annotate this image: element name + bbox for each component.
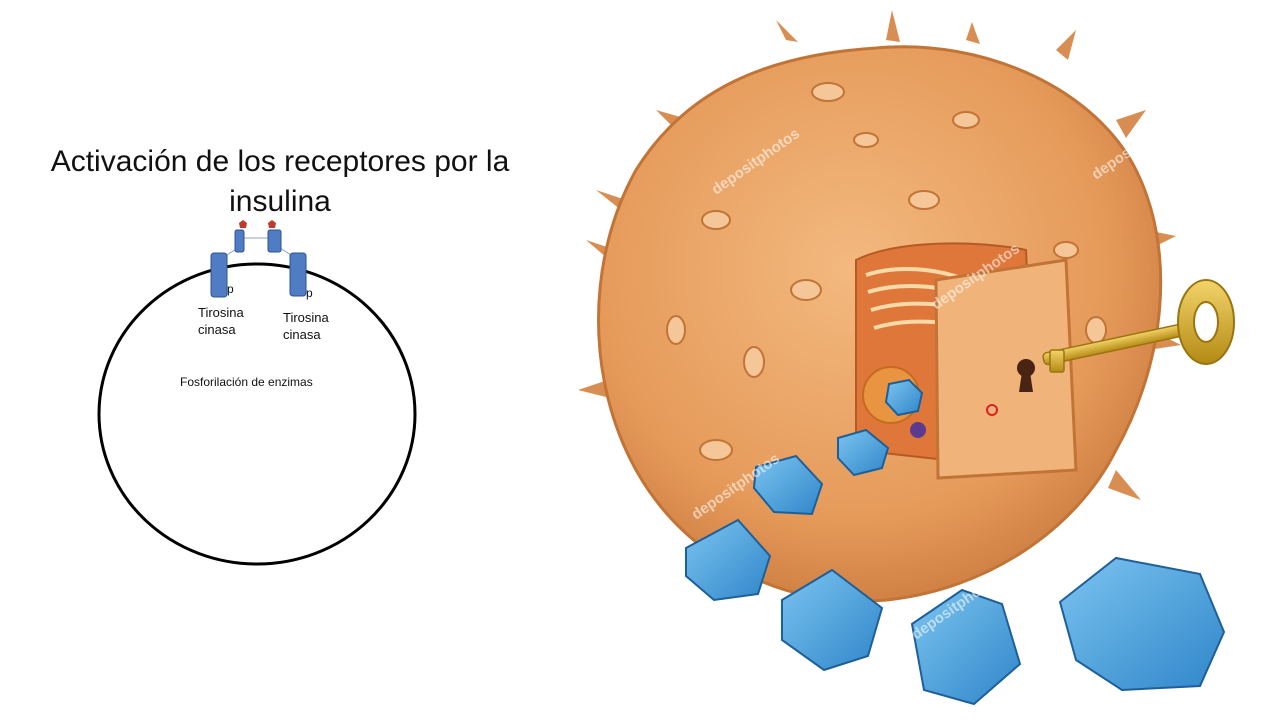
receptor-diagram-svg bbox=[97, 220, 417, 566]
receptor-beta-left bbox=[210, 252, 228, 298]
keyhole-slot bbox=[1019, 372, 1033, 392]
cell-key-illustration: depositphotos depositphotos depositphoto… bbox=[556, 0, 1280, 720]
tyrosine-kinase-label-left: Tirosina cinasa bbox=[198, 304, 244, 338]
phosphate-label-left: p bbox=[227, 282, 234, 296]
phosphate-label-right: p bbox=[306, 286, 313, 300]
label-line: Tirosina bbox=[198, 305, 244, 320]
receptor-alpha-left bbox=[234, 229, 245, 253]
label-line: Tirosina bbox=[283, 310, 329, 325]
receptor-diagram: p p Tirosina cinasa Tirosina cinasa Fosf… bbox=[0, 0, 560, 720]
phosphorylation-label: Fosforilación de enzimas bbox=[180, 375, 313, 389]
key-icon bbox=[1042, 279, 1235, 373]
glucose-hexagon bbox=[781, 568, 884, 672]
keyhole bbox=[1017, 359, 1035, 377]
label-line: cinasa bbox=[198, 322, 236, 337]
cell-door bbox=[934, 258, 1078, 480]
cell-illustration-svg: depositphotos depositphotos depositphoto… bbox=[578, 10, 1235, 706]
glucose-hexagons bbox=[685, 378, 1226, 706]
glucose-hexagon bbox=[910, 588, 1022, 706]
surface-pits bbox=[666, 82, 1107, 461]
tyrosine-kinase-label-right: Tirosina cinasa bbox=[283, 309, 329, 343]
insulin-molecule-left bbox=[239, 220, 247, 228]
glucose-hexagon bbox=[1058, 556, 1226, 692]
organelle-purple bbox=[910, 422, 926, 438]
glucose-hexagon bbox=[752, 454, 824, 516]
insulin-molecule-right bbox=[268, 220, 276, 228]
glucose-hexagon bbox=[685, 518, 772, 602]
label-line: cinasa bbox=[283, 327, 321, 342]
red-dot bbox=[986, 404, 998, 416]
glucose-hexagon bbox=[837, 428, 890, 477]
glucose-hexagon bbox=[884, 378, 924, 417]
slide-title: Activación de los receptores por la insu… bbox=[50, 145, 510, 218]
receptor-alpha-right bbox=[267, 229, 282, 253]
cell-membrane bbox=[97, 262, 417, 566]
receptor-beta-right bbox=[289, 252, 307, 297]
